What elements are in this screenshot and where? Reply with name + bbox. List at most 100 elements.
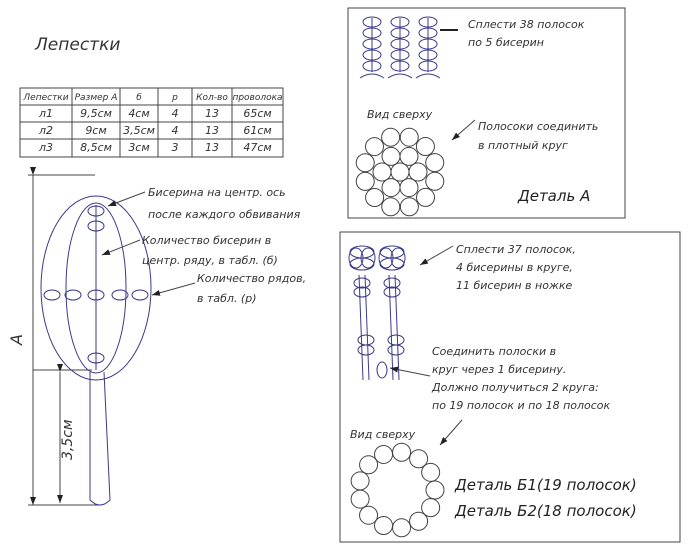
table-cell: 9,5см (80, 107, 112, 120)
table-header: проволока (232, 93, 282, 103)
bead (390, 60, 410, 72)
detail-a-top-view: Вид сверху (367, 108, 433, 121)
bead (357, 334, 375, 346)
bead (399, 178, 419, 198)
bead (425, 480, 445, 500)
detail-b-panel: Сплести 37 полосок, 4 бисерины в круге, … (339, 231, 681, 543)
table-cell: л2 (38, 124, 53, 137)
page-title: Лепестки (34, 35, 120, 55)
bead (350, 489, 370, 509)
bead (383, 286, 401, 298)
table-header: Кол-во (196, 93, 228, 103)
dimension-a: А (7, 334, 26, 346)
bead (387, 344, 405, 356)
bead (390, 49, 410, 61)
dimension-stem: 3,5см (60, 419, 76, 460)
strip-wire (358, 274, 364, 381)
bead (409, 511, 429, 531)
table-cell: 4 (172, 124, 179, 137)
detail-b-note1-2: 4 бисерины в круге, (456, 261, 573, 274)
detail-b1-label: Деталь Б1(19 полосок) (454, 476, 637, 494)
note-rows-count-2: в табл. (р) (197, 292, 257, 305)
note-center-bead-2: после каждого обвивания (148, 208, 301, 221)
bead (421, 462, 441, 482)
bead (362, 16, 382, 28)
strip-tail (359, 73, 385, 79)
detail-b-note2-2: круг через 1 бисерину. (432, 363, 566, 376)
table-header: Размер А (75, 93, 118, 103)
bead (379, 257, 405, 271)
bead (409, 449, 429, 469)
detail-b2-label: Деталь Б2(18 полосок) (454, 502, 637, 520)
bead (359, 505, 379, 525)
bead (362, 49, 382, 61)
bead (357, 344, 375, 356)
table-cell: 13 (205, 124, 219, 137)
bead (350, 471, 370, 491)
detail-a-label: Деталь А (517, 187, 590, 205)
bead (362, 27, 382, 39)
table-cell: 65см (243, 107, 271, 120)
bead (349, 257, 375, 271)
bead (381, 197, 401, 217)
table-cell: 47см (243, 141, 271, 154)
bead (372, 162, 392, 182)
bead (359, 455, 379, 475)
bead (399, 197, 419, 217)
bead (418, 49, 438, 61)
bead (376, 361, 388, 379)
bead (365, 188, 385, 208)
bead (416, 187, 436, 207)
table-cell: л3 (38, 141, 53, 154)
bead (390, 38, 410, 50)
table-cell: 9см (85, 124, 106, 137)
table-cell: 61см (243, 124, 271, 137)
table-cell: 13 (205, 141, 219, 154)
table-header: б (136, 93, 142, 103)
note-beads-count-2: центр. ряду, в табл. (б) (142, 254, 278, 267)
note-rows-count: Количество рядов, (197, 272, 306, 285)
detail-b-note2-3: Должно получиться 2 круга: (431, 381, 599, 394)
detail-b-top-view: Вид сверху (350, 428, 416, 441)
bead (418, 27, 438, 39)
bead (353, 277, 371, 289)
detail-a-note1: Сплести 38 полосок (468, 18, 585, 31)
detail-b-note1-3: 11 бисерин в ножке (456, 279, 573, 292)
table-cell: 13 (205, 107, 219, 120)
note-beads-count: Количество бисерин в (142, 234, 271, 247)
bead (355, 153, 375, 173)
bead (374, 444, 394, 464)
table-cell: 3,5см (123, 124, 155, 137)
bead (390, 162, 410, 182)
strip-wire (394, 274, 400, 381)
bead (392, 442, 412, 462)
bead (374, 516, 394, 536)
table-cell: 3 (172, 141, 179, 154)
bead (381, 127, 401, 147)
table-cell: 4см (128, 107, 149, 120)
table-cell: 4 (172, 107, 179, 120)
bead (392, 518, 412, 538)
bead (381, 146, 401, 166)
bead (399, 146, 419, 166)
bead (362, 60, 382, 72)
table-cell: 3см (128, 141, 149, 154)
bead (381, 178, 401, 198)
strip-tail (387, 73, 413, 79)
bead (353, 286, 371, 298)
detail-a-note2: Полосоки соединить (478, 120, 598, 133)
bead (415, 136, 435, 156)
bead (390, 27, 410, 39)
bead (364, 137, 384, 157)
bead (418, 16, 438, 28)
bead (390, 16, 410, 28)
bead (399, 127, 419, 147)
bead (383, 277, 401, 289)
bead (387, 334, 405, 346)
bead (418, 60, 438, 72)
detail-b-note1: Сплести 37 полосок, (456, 243, 576, 256)
detail-a-note1-2: по 5 бисерин (468, 36, 544, 49)
bead (425, 171, 445, 191)
detail-a-note2-2: в плотный круг (478, 139, 568, 152)
